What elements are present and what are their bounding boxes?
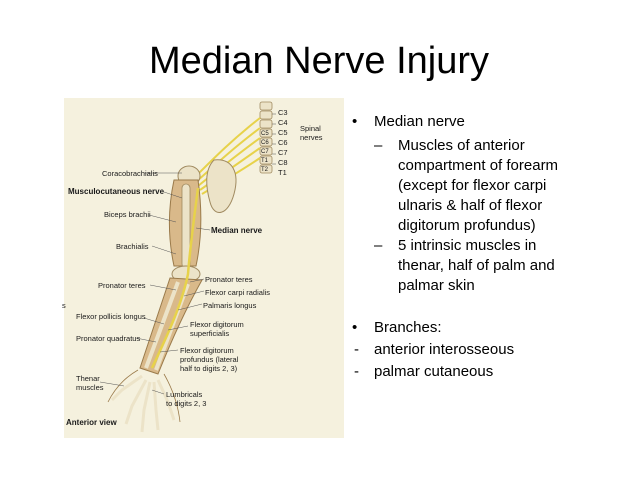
branch-palmar-cutaneous-text: palmar cutaneous	[374, 363, 494, 380]
label-flexor-carpi-radialis: Flexor carpi radialis	[205, 288, 271, 297]
label-flexor-digitorum-profundus: Flexor digitorum profundus (lateral half…	[180, 346, 239, 373]
label-pronator-teres-right: Pronator teres	[205, 275, 253, 284]
median-nerve-path	[150, 187, 200, 369]
label-pronator-quadratus: Pronator quadratus	[76, 334, 141, 343]
label-t1: T1	[278, 168, 287, 177]
sub1-line-5: digitorum profundus)	[398, 217, 536, 234]
sub2-line-1: 5 intrinsic muscles in	[398, 237, 537, 254]
sub1-line-1: Muscles of anterior	[398, 137, 525, 154]
label-flexor-digitorum-superficialis: Flexor digitorum superficialis	[190, 320, 244, 338]
label-brachialis: Brachialis	[116, 242, 149, 251]
scapula	[206, 159, 237, 213]
label-pronator-teres-left: Pronator teres	[98, 281, 146, 290]
label-c7: C7	[278, 148, 288, 157]
label-c4: C4	[278, 118, 288, 127]
label-flexor-pollicis-longus: Flexor pollicis longus	[76, 312, 146, 321]
bullet-marker: •	[352, 113, 358, 130]
sub2-line-3: palmar skin	[398, 277, 475, 294]
sub1-line-4: ulnaris & half of flexor	[398, 197, 543, 214]
median-nerve-illustration: C3 C4 C5 C6 C7 C8 T1 C5 C6 C7 T1 T2 Spin…	[62, 98, 344, 438]
hand-bones	[110, 374, 176, 433]
dash-marker: –	[374, 237, 383, 254]
label-median-nerve: Median nerve	[211, 226, 263, 235]
label-spinal-nerves: Spinal nerves	[300, 124, 323, 142]
label-biceps-brachii: Biceps brachii	[104, 210, 151, 219]
arm-anatomy-drawing	[99, 101, 276, 433]
label-c8: C8	[278, 158, 288, 167]
vertebra-t2: T2	[261, 167, 269, 173]
vertebra-c7: C7	[261, 149, 269, 155]
vertebral-column	[259, 101, 273, 174]
vertebra-c5: C5	[261, 131, 269, 137]
sub2-line-2: thenar, half of palm and	[398, 257, 555, 274]
label-lumbricals: Lumbricals to digits 2, 3	[166, 390, 207, 408]
slide-title: Median Nerve Injury	[148, 40, 490, 82]
vertebra-c6: C6	[261, 140, 269, 146]
label-anterior-view: Anterior view	[66, 418, 117, 427]
leader-lines	[99, 113, 276, 395]
sub-bullet-muscles-text: Muscles of anterior compartment of forea…	[398, 136, 558, 236]
label-palmaris-longus: Palmaris longus	[203, 301, 257, 310]
bullet-median-nerve-text: Median nerve	[374, 113, 465, 130]
branch-anterior-interosseous-text: anterior interosseous	[374, 341, 515, 358]
hyphen-marker: -	[354, 341, 359, 358]
sub1-line-2: compartment of forearm	[398, 157, 559, 174]
label-c5: C5	[278, 128, 288, 137]
sub-bullet-intrinsic-text: 5 intrinsic muscles in thenar, half of p…	[398, 236, 555, 296]
label-c6: C6	[278, 138, 288, 147]
label-musculocutaneous-nerve: Musculocutaneous nerve	[68, 187, 165, 196]
hand-outline	[107, 369, 181, 423]
vertebra-t1: T1	[261, 158, 269, 164]
bullet-branches-text: Branches:	[374, 319, 442, 336]
label-edge-mark: s	[62, 301, 66, 310]
dash-marker: –	[374, 137, 383, 154]
label-thenar-muscles: Thenar muscles	[76, 374, 104, 392]
label-coracobrachialis: Coracobrachialis	[102, 169, 158, 178]
label-c3: C3	[278, 108, 288, 117]
hyphen-marker: -	[354, 363, 359, 380]
bullet-marker: •	[352, 319, 358, 336]
sub1-line-3: (except for flexor carpi	[398, 177, 547, 194]
